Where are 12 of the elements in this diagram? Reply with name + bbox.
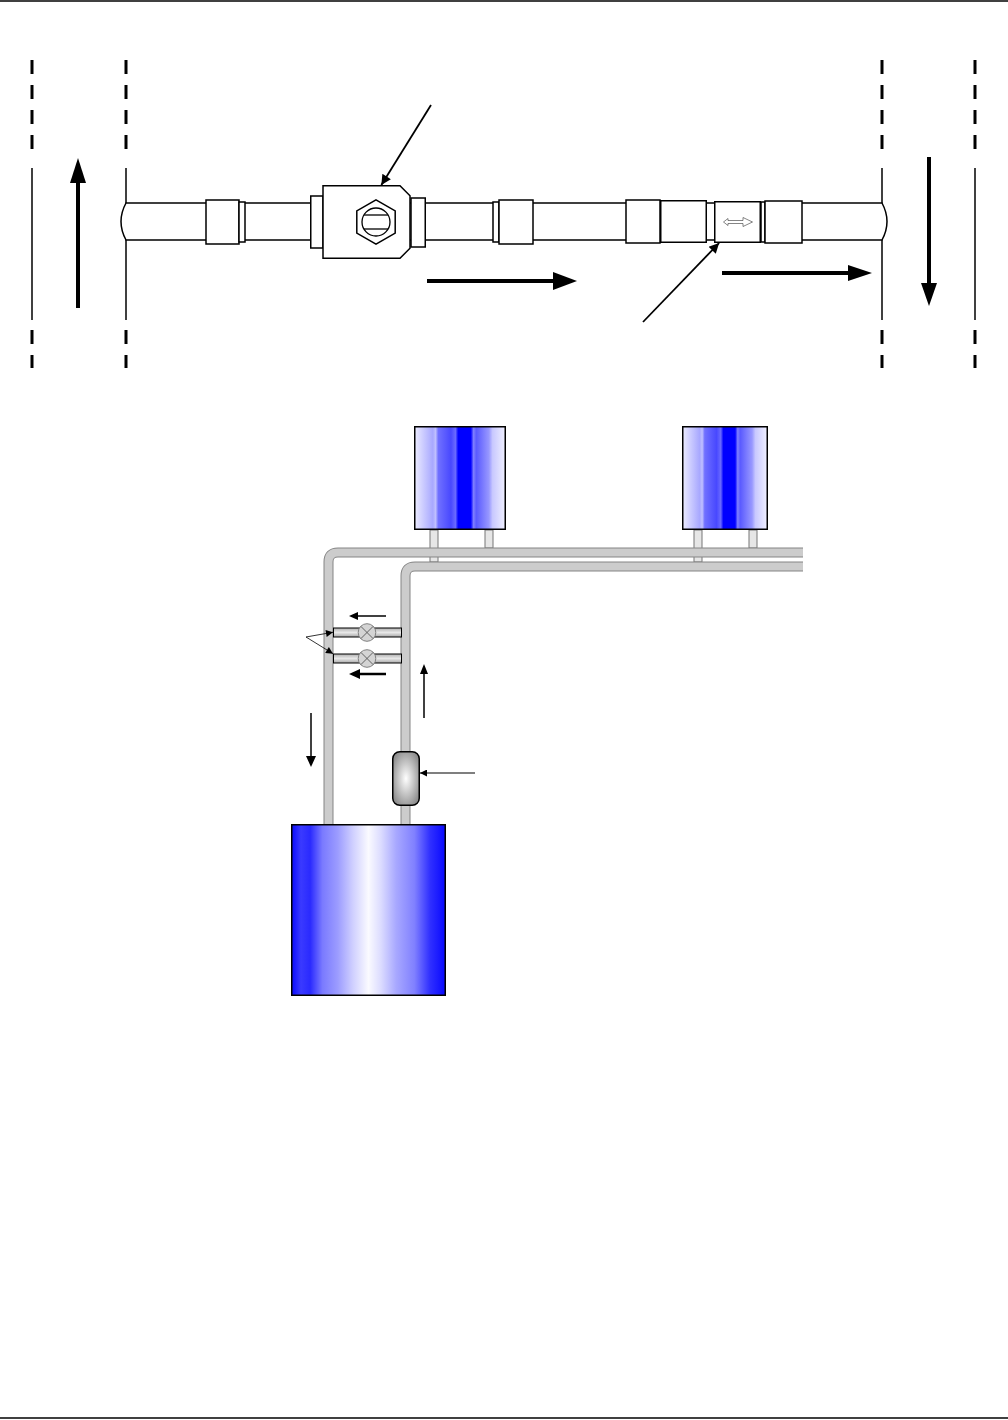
outdoor-unit	[291, 824, 446, 996]
leader-line	[642, 242, 720, 323]
indoor-unit	[414, 426, 506, 530]
pipe-coupling	[660, 200, 707, 243]
valve-branch	[333, 649, 402, 668]
indicator-fitting	[714, 201, 761, 243]
sight-glass	[310, 185, 426, 259]
leader-line	[419, 769, 476, 777]
valve-branch	[333, 623, 402, 642]
filter-drier	[392, 751, 420, 806]
indoor-unit	[682, 426, 768, 530]
leader-line	[380, 104, 432, 186]
